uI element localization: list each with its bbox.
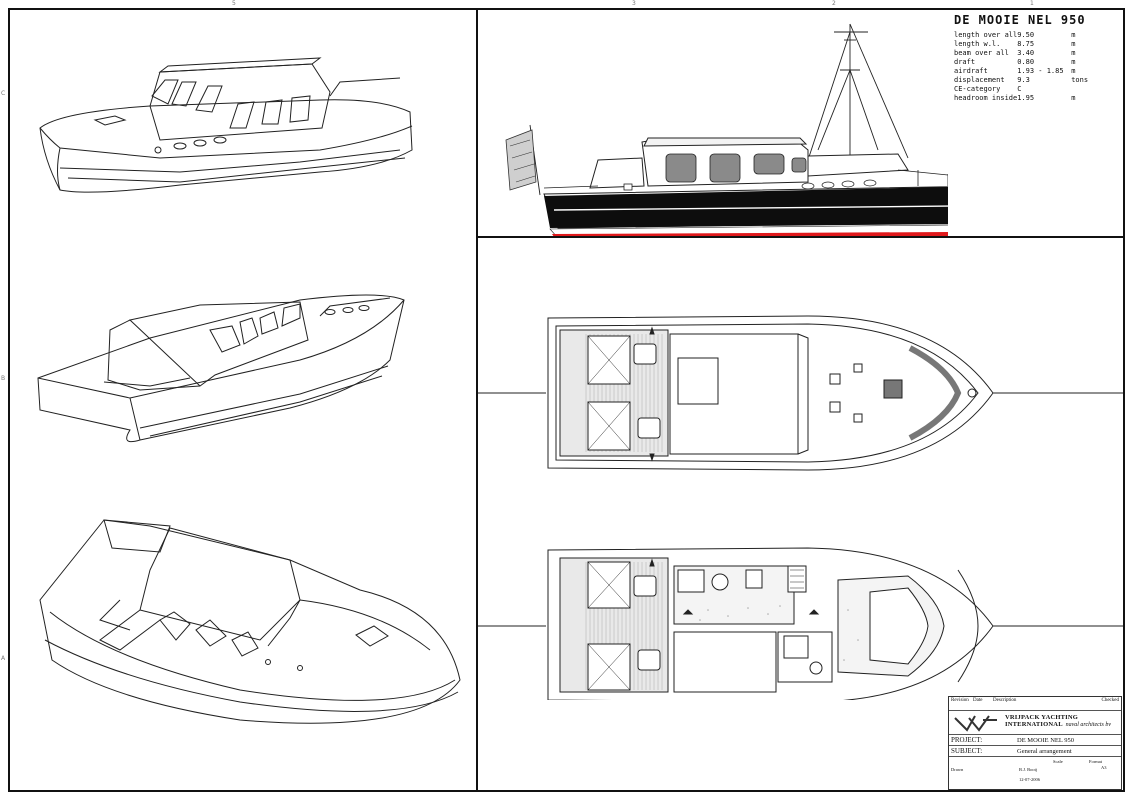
scale-label: Scale: [1053, 759, 1063, 764]
spec-unit: [1067, 85, 1101, 94]
spec-unit: m: [1071, 31, 1076, 39]
spec-row: CE-category C: [950, 85, 1101, 94]
spec-row: airdraft 1.93 - 1.85 m: [950, 67, 1101, 76]
spec-label: length w.l.: [954, 40, 1001, 48]
revision-label: Revision: [951, 698, 969, 703]
spec-unit: m: [1071, 94, 1076, 102]
perspective-view-2: [37, 294, 405, 443]
hull: [543, 186, 948, 236]
project-label: PROJECT:: [951, 736, 983, 744]
grid-tick: A: [1, 655, 6, 662]
perspective-view-3: [39, 519, 461, 724]
firm-name: VRIJPACK YACHTING INTERNATIONAL: [1005, 714, 1079, 728]
perspective-views: [37, 57, 461, 724]
drawn-value: B.J. Bootj: [1019, 767, 1038, 772]
spec-row: length w.l. 8.75 m: [950, 40, 1101, 49]
spec-title: DE MOOIE NEL 950: [954, 13, 1086, 27]
floor-speckle: [699, 605, 859, 661]
deck-hatch: [883, 379, 903, 399]
vrijpack-logo-icon: [954, 715, 997, 732]
drawing-frame: [8, 8, 1125, 792]
deck-plan-view: [478, 315, 1123, 471]
revision-row: Revision Date Description Checked: [949, 697, 1121, 711]
checked-label: Checked: [1101, 698, 1120, 703]
spec-label: headroom inside: [954, 94, 1018, 102]
accommodation-plan-view: [478, 547, 1123, 700]
spec-value: 9.3: [1017, 76, 1030, 84]
subject-label: SUBJECT:: [951, 747, 983, 755]
date-value: 12-07-2006: [1019, 777, 1040, 782]
grid-tick: 3: [632, 0, 636, 7]
spec-value: C: [1017, 85, 1022, 93]
firm-row: VRIJPACK YACHTING INTERNATIONAL naval ar…: [949, 711, 1121, 735]
spec-label: displacement: [954, 76, 1005, 84]
spec-value: 3.40: [1017, 49, 1035, 57]
subject-value: General arrangement: [1017, 748, 1072, 755]
spec-unit: m: [1071, 40, 1076, 48]
side-profile-view: [505, 23, 948, 236]
flag-icon: [505, 129, 537, 191]
spec-unit: m: [1071, 67, 1076, 75]
panel-divider-vertical: [476, 8, 478, 792]
cabin-windows: [665, 153, 807, 183]
project-value: DE MOOIE NEL 950: [1017, 737, 1074, 744]
format-value: A3: [1101, 765, 1107, 770]
spec-row: draft 0.80 m: [950, 58, 1101, 67]
spec-unit: m: [1071, 58, 1076, 66]
spec-label: beam over all: [954, 49, 1009, 57]
spec-row: displacement 9.3 tons: [950, 76, 1101, 85]
perspective-view-1: [39, 57, 413, 193]
project-row: PROJECT: DE MOOIE NEL 950: [949, 735, 1121, 746]
grid-tick: 5: [232, 0, 236, 7]
details-grid: Drawn B.J. Bootj Scale Format A3 12-07-2…: [949, 757, 1121, 789]
spec-label: draft: [954, 58, 976, 66]
spec-unit: m: [1071, 49, 1076, 57]
grid-tick: B: [1, 375, 6, 382]
spec-value: 8.75: [1017, 40, 1035, 48]
spec-label: length over all: [954, 31, 1018, 39]
spec-value: 1.93 - 1.85: [1017, 67, 1064, 75]
drawn-label: Drawn: [951, 767, 964, 772]
title-block: Revision Date Description Checked VRIJPA…: [948, 696, 1122, 790]
spec-unit: tons: [1071, 76, 1089, 84]
spec-value: 9.50: [1017, 31, 1035, 39]
spec-value: 1.95: [1017, 94, 1035, 102]
grid-tick: C: [1, 90, 6, 97]
description-label: Description: [993, 698, 1017, 703]
grid-tick: 1: [1030, 0, 1034, 7]
subject-row: SUBJECT: General arrangement: [949, 746, 1121, 757]
spec-label: airdraft: [954, 67, 988, 75]
spec-label: CE-category: [954, 85, 1001, 93]
date-label: Date: [973, 698, 983, 703]
grid-tick: 2: [832, 0, 836, 7]
spec-row: beam over all 3.40 m: [950, 49, 1101, 58]
firm-subtitle: naval architects bv: [1065, 722, 1111, 728]
format-label: Format: [1089, 759, 1102, 764]
panel-divider-horizontal: [476, 236, 1125, 238]
spec-value: 0.80: [1017, 58, 1035, 66]
